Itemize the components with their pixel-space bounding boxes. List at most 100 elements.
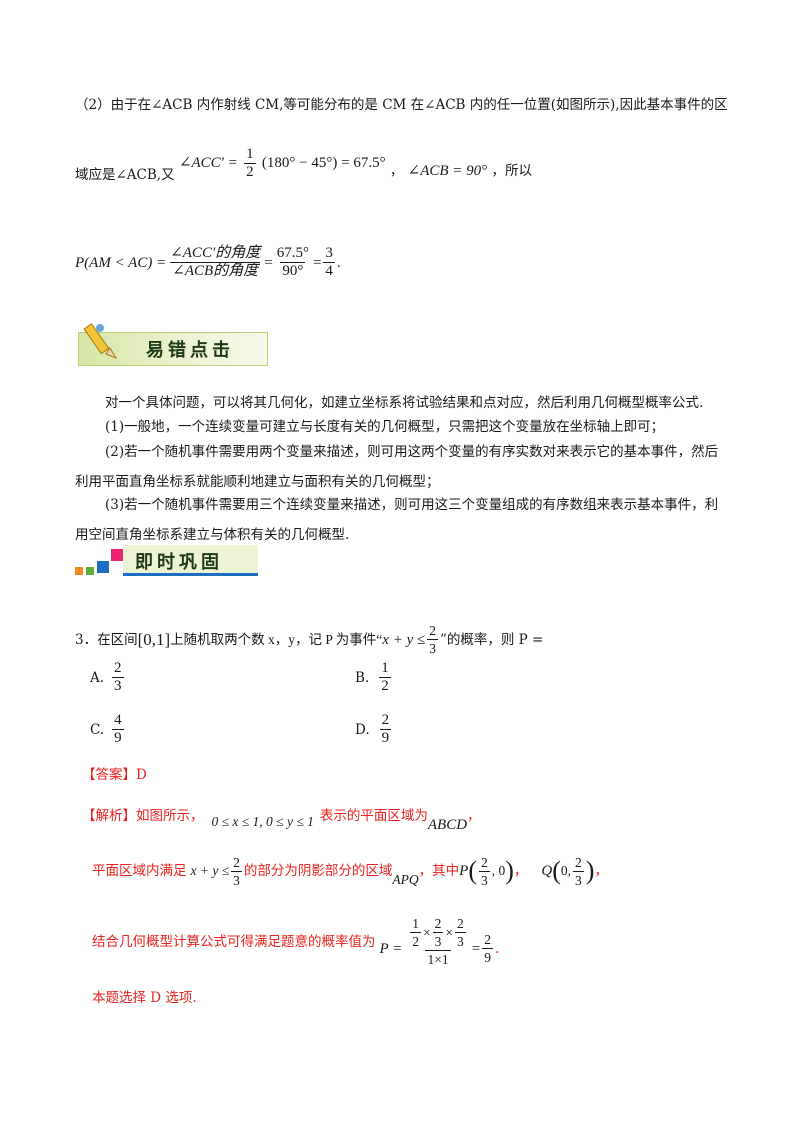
- q3-interval: [0,1]: [137, 629, 171, 649]
- part2-line2-suffix: ，所以: [491, 163, 532, 179]
- answer-label: 【答案】D: [82, 767, 147, 783]
- tips-intro: 对一个具体问题，可以将其几何化，如建立坐标系将试验结果和点对应，然后利用几何概型…: [105, 395, 704, 411]
- option-a-num: 2: [114, 660, 122, 676]
- option-a[interactable]: A. 2 3: [90, 660, 126, 695]
- point-q-head: 0,: [560, 863, 572, 878]
- analysis-line2: 平面区域内满足 x + y ≤ 2 3 的部分为阴影部分的区域 APQ ，其中 …: [92, 852, 608, 890]
- option-c-fraction: 4 9: [112, 712, 124, 747]
- acc-fraction: 1 2: [244, 146, 256, 181]
- option-b-den: 2: [379, 677, 391, 694]
- option-a-letter: A.: [90, 669, 105, 686]
- prob-eq2: =: [312, 254, 322, 271]
- option-d-fraction: 2 9: [379, 712, 392, 747]
- part2-line2: 域应是∠ACB,又 ∠ACC′ = 1 2 (180° − 45°) = 67.…: [75, 146, 532, 193]
- banner-practice-bg: [123, 545, 258, 576]
- point-p-open: (: [468, 856, 477, 885]
- region-comma: ，: [467, 808, 481, 824]
- sep-comma-3: ，: [594, 863, 608, 879]
- l3-end: .: [494, 940, 500, 957]
- l2-den: 3: [231, 870, 242, 888]
- region-abcd: ABCD: [427, 817, 468, 833]
- point-p-den: 3: [478, 870, 490, 888]
- prob-frac3: 3 4: [323, 245, 335, 280]
- analysis-label: 【解析】如图所示，: [82, 808, 204, 824]
- tips-item-2: (2)若一个随机事件需要用两个变量来描述，则可用这两个变量的有序实数对来表示它的…: [75, 444, 719, 490]
- prob-eq1: =: [264, 254, 273, 271]
- probability-formula: P(AM < AC) = ∠ACC′的角度 ∠ACB的角度 = 67.5° 90…: [75, 245, 341, 280]
- region-text: 表示的平面区域为: [319, 808, 428, 824]
- q3-cond-num: 2: [429, 623, 436, 638]
- point-q-close: ): [585, 856, 595, 885]
- point-q-num: 2: [575, 854, 582, 870]
- banner-mistakes: 易错点击: [78, 322, 268, 368]
- region-condition: 0 ≤ x ≤ 1, 0 ≤ y ≤ 1: [211, 814, 314, 829]
- acc-den: 2: [244, 163, 256, 180]
- option-c[interactable]: C. 4 9: [90, 712, 126, 747]
- final-answer: 本题选择 D 选项.: [92, 990, 197, 1006]
- q3-cond-den: 3: [427, 639, 438, 656]
- option-a-den: 3: [112, 677, 124, 694]
- l3-prefix: 结合几何概型计算公式可得满足题意的概率值为: [92, 933, 376, 950]
- question-3: 3．在区间 [0,1] 上随机取两个数 x，y，记 P 为事件“ x + y ≤…: [75, 622, 543, 657]
- prob-end: .: [336, 254, 341, 271]
- point-q-open: (: [552, 856, 561, 885]
- option-c-den: 9: [112, 729, 124, 746]
- point-p-num: 2: [480, 854, 488, 870]
- point-q-label: Q: [541, 863, 553, 879]
- l3-rnum: 2: [484, 932, 491, 947]
- pencil-icon: [83, 323, 118, 360]
- prob-frac2: 67.5° 90°: [275, 245, 311, 280]
- l3-result: 2 9: [482, 931, 493, 966]
- l3-P: P =: [379, 940, 403, 957]
- point-q-fraction: 2 3: [573, 854, 584, 889]
- option-d-letter: D.: [355, 721, 370, 738]
- prob-den: ∠ACB的角度: [170, 262, 261, 279]
- sep-comma: ，: [389, 163, 404, 179]
- l3-eq: =: [471, 940, 481, 957]
- l3-rden: 9: [482, 948, 493, 965]
- l2-mid: 的部分为阴影部分的区域: [243, 863, 393, 879]
- option-b-num: 1: [381, 660, 389, 676]
- option-d[interactable]: D. 2 9: [355, 712, 393, 747]
- q3-cond-fraction: 2 3: [427, 622, 438, 657]
- banner-practice: 即时巩固: [75, 545, 260, 580]
- acc-lhs: ∠ACC′ =: [178, 155, 238, 171]
- option-b[interactable]: B. 1 2: [355, 660, 393, 695]
- prob-num2: 67.5°: [276, 245, 309, 261]
- option-a-fraction: 2 3: [112, 660, 124, 695]
- point-p-close: ): [505, 856, 514, 885]
- option-b-fraction: 1 2: [379, 660, 391, 695]
- point-q-den: 3: [573, 870, 584, 888]
- l2-cond: x + y ≤: [190, 863, 230, 878]
- q3-prefix: 3．在区间: [75, 631, 138, 648]
- prob-lhs: P(AM < AC) =: [75, 254, 167, 271]
- tips-item-1: (1)一般地，一个连续变量可建立与长度有关的几何概型，只需把这个变量放在坐标轴上…: [105, 419, 665, 435]
- square-blue: [97, 561, 109, 573]
- point-p-fraction: 2 3: [478, 854, 490, 889]
- l3-den: 1×1: [425, 950, 451, 967]
- square-pink: [111, 549, 123, 561]
- q3-mid: 上随机取两个数 x，y，记 P 为事件“: [170, 631, 383, 647]
- l2-apq: APQ: [392, 872, 419, 887]
- l2-num: 2: [233, 854, 240, 870]
- square-green: [86, 567, 94, 575]
- prob-num3: 3: [325, 245, 333, 261]
- l2-prefix: 平面区域内满足: [92, 863, 187, 879]
- part2-line2-prefix: 域应是∠ACB,又: [75, 167, 175, 183]
- point-p-label: P: [459, 863, 469, 879]
- banner-mistakes-title: 易错点击: [146, 340, 234, 361]
- tips-item-3: (3)若一个随机事件需要用三个连续变量来描述，则可用这三个变量组成的有序数组来表…: [75, 497, 719, 543]
- l2-qizhong: ，其中: [418, 863, 460, 879]
- part2-line1: （2）由于在∠ACB 内作射线 CM,等可能分布的是 CM 在∠ACB 内的任一…: [75, 97, 728, 113]
- option-c-letter: C.: [90, 721, 105, 738]
- point-p-tail: , 0: [491, 863, 506, 878]
- sep-comma-2: ，: [513, 863, 528, 879]
- banner-practice-title: 即时巩固: [135, 552, 223, 573]
- analysis-line1: 【解析】如图所示， 0 ≤ x ≤ 1, 0 ≤ y ≤ 1 表示的平面区域为 …: [82, 797, 481, 835]
- prob-num: ∠ACC′的角度: [170, 245, 261, 261]
